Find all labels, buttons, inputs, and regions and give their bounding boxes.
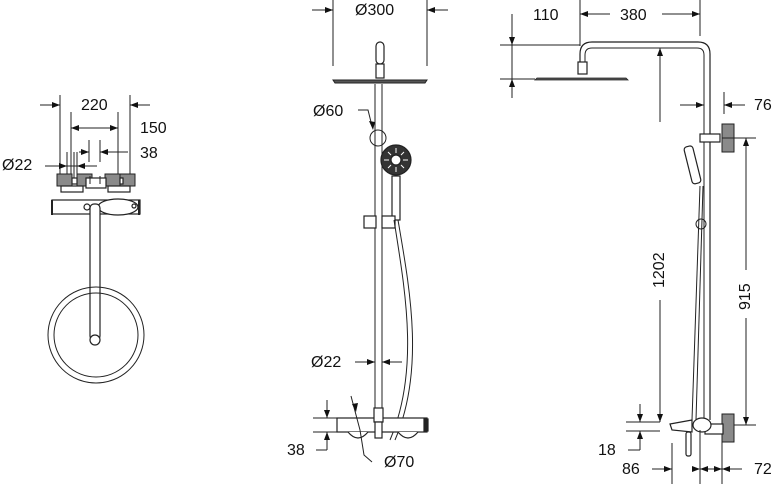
dim-label-76: 76 xyxy=(754,97,772,114)
dim-label-d22-front: Ø22 xyxy=(311,354,342,371)
dim-label-d22-top: Ø22 xyxy=(2,157,33,174)
front-view xyxy=(312,0,448,463)
dim-label-18: 18 xyxy=(598,442,616,459)
dim-label-915: 915 xyxy=(737,283,754,310)
dim-label-38-top: 38 xyxy=(140,145,158,162)
dim-label-72: 72 xyxy=(754,461,772,478)
dim-label-110: 110 xyxy=(533,7,559,24)
top-view xyxy=(40,95,150,384)
dim-label-d60: Ø60 xyxy=(313,103,344,120)
dim-label-150: 150 xyxy=(140,120,167,137)
dim-label-220: 220 xyxy=(81,97,108,114)
dim-label-380: 380 xyxy=(620,7,647,24)
dim-label-d70: Ø70 xyxy=(384,454,415,471)
dim-label-38-front: 38 xyxy=(287,442,305,459)
dim-label-d300: Ø300 xyxy=(355,2,395,19)
side-view xyxy=(500,0,756,484)
dim-label-86: 86 xyxy=(622,461,640,478)
dim-label-1202: 1202 xyxy=(651,252,668,288)
